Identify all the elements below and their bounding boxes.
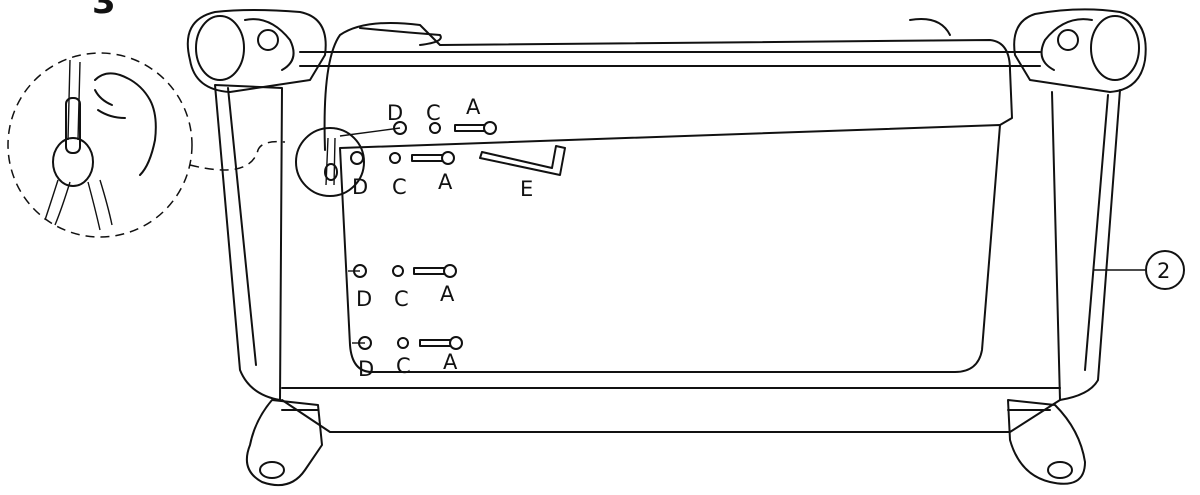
left-foot [246, 399, 323, 486]
bolt-a-1 [454, 124, 488, 132]
label-d-3: D [356, 287, 372, 311]
label-c-4: C [396, 354, 411, 378]
hardware-row-3: D C A [348, 264, 457, 311]
left-top-corner [186, 9, 327, 93]
zipper-detail [7, 52, 365, 238]
right-top-corner [1013, 8, 1147, 93]
spring-washer-c-4 [397, 337, 409, 349]
bolt-a-3 [413, 267, 449, 275]
label-c-2: C [392, 175, 407, 199]
label-a-4: A [443, 350, 458, 374]
label-d-1: D [387, 101, 403, 125]
hardware-row-2: D C A [350, 151, 455, 199]
hardware-row-4: D C A [352, 336, 463, 381]
label-a-3: A [440, 282, 455, 306]
hardware-row-1: D C A [339, 95, 497, 137]
label-e: E [520, 177, 533, 201]
fabric-side-panel [323, 18, 1013, 373]
callout-number: 2 [1157, 259, 1170, 283]
right-foot [1007, 399, 1086, 485]
label-c-1: C [426, 101, 441, 125]
label-a-1: A [466, 95, 481, 119]
playard-frame [214, 51, 1121, 433]
bolt-a-2 [411, 154, 447, 162]
hardware-rows: D C A D C A E D C A [339, 95, 566, 381]
step-number: 3 [92, 0, 116, 22]
spring-washer-c-3 [392, 265, 404, 277]
spring-washer-c-1 [429, 122, 441, 134]
bolt-a-4 [419, 339, 455, 347]
spring-washer-c-2 [389, 152, 401, 164]
label-c-3: C [394, 287, 409, 311]
allen-key-e: E [479, 145, 566, 201]
label-a-2: A [438, 170, 453, 194]
washer-d-2 [350, 151, 364, 165]
label-d-2: D [352, 175, 368, 199]
callout-2: 2 [1093, 250, 1185, 290]
label-d-4: D [358, 357, 374, 381]
